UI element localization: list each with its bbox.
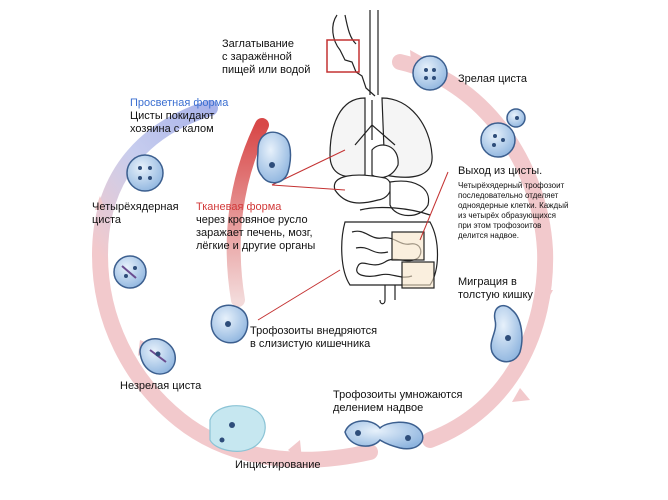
cell-mature-cyst (412, 55, 448, 91)
ingestion-line-3: пищей или водой (222, 64, 310, 76)
ingestion-line-1: Заглатывание (222, 38, 294, 50)
mouth-highlight-box (326, 39, 360, 73)
label-ingestion: Заглатывание с заражённой пищей или водо… (222, 38, 310, 76)
cell-four-nucleate-cyst (126, 154, 164, 192)
label-binary-fission: Трофозоиты умножаются делением надвое (333, 389, 462, 414)
excyst-line-4: из четырёх образующихся (458, 211, 556, 220)
invade-line-2: в слизистую кишечника (250, 338, 371, 350)
excyst-line-6: делится надвое. (458, 231, 519, 240)
excyst-line-2: последовательно отделяет (458, 191, 559, 200)
tissue-line-1: через кровяное русло (196, 214, 308, 226)
luminal-line-1: Цисты покидают (130, 110, 214, 122)
migration-line-2: толстую кишку (458, 289, 533, 301)
cell-trophozoite-migrating (490, 304, 523, 363)
migration-line-1: Миграция в (458, 276, 517, 288)
tissue-line-2: заражает печень, мозг, (196, 227, 313, 239)
tissue-title: Тканевая форма (196, 201, 282, 213)
ingestion-line-2: с заражённой (222, 51, 292, 63)
label-encystation: Инцистирование (235, 459, 321, 471)
invade-line-1: Трофозоиты внедряются (250, 325, 377, 337)
label-migration: Миграция в толстую кишку (458, 276, 533, 301)
label-luminal-form: Просветная форма Цисты покидают хозяина … (130, 97, 229, 135)
excyst-line-5: при этом трофозоитов (458, 221, 541, 230)
four-nuc-line-2: циста (92, 214, 122, 226)
label-excystation: Выход из цисты. Четырёхядерный трофозоит… (458, 165, 568, 240)
cell-immature-cyst (139, 338, 176, 375)
label-tissue-form: Тканевая форма через кровяное русло зара… (196, 201, 315, 252)
luminal-line-2: хозяина с калом (130, 123, 214, 135)
cell-binary-fission (344, 420, 424, 450)
cell-invading-trophozoite (210, 304, 249, 344)
cell-excystation (480, 108, 526, 158)
excyst-line-3: одноядерные клетки. Каждый (458, 201, 568, 210)
cycle-ring (92, 50, 554, 468)
tissue-line-3: лёгкие и другие органы (196, 240, 315, 252)
luminal-title: Просветная форма (130, 97, 229, 109)
label-immature-cyst: Незрелая циста (120, 380, 202, 392)
label-four-nucleate-cyst: Четырёхядерная циста (92, 201, 179, 226)
excyst-line-1: Четырёхядерный трофозоит (458, 181, 565, 190)
ileum-highlight-box (391, 231, 425, 261)
multiply-line-1: Трофозоиты умножаются (333, 389, 462, 401)
cell-encystation (209, 405, 266, 452)
cell-tissue-trophozoite (256, 131, 292, 184)
colon-highlight-box (401, 261, 435, 289)
label-mature-cyst: Зрелая циста (458, 73, 528, 85)
tissue-form-arrow (226, 118, 269, 307)
four-nuc-line-1: Четырёхядерная (92, 201, 179, 213)
excyst-title: Выход из цисты. (458, 165, 542, 177)
cell-binucleate-cyst (113, 255, 147, 289)
label-invasion: Трофозоиты внедряются в слизистую кишечн… (250, 325, 377, 350)
multiply-line-2: делением надвое (333, 402, 423, 414)
